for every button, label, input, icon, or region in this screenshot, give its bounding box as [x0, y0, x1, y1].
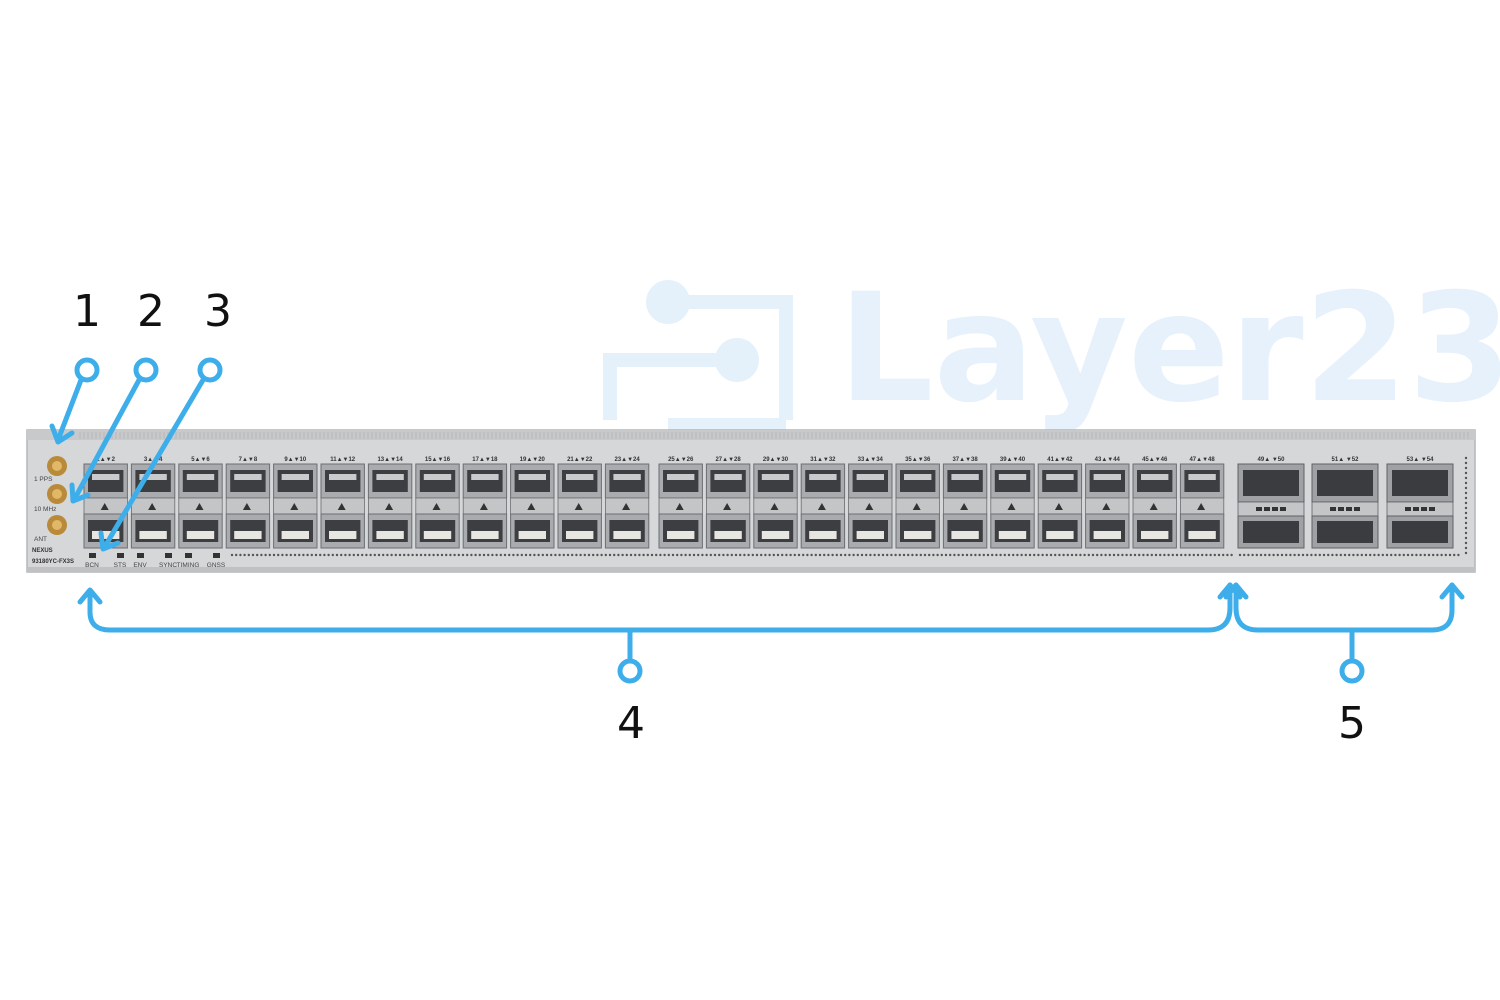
sfp-pair-label: 45▲▼46 [1142, 457, 1168, 463]
sfp-port-pair[interactable]: 15▲▼16 [415, 457, 460, 549]
sfp-pair-label: 17▲▼18 [472, 457, 498, 463]
led-label-bcn: BCN [85, 562, 99, 569]
callout-3 [98, 357, 223, 552]
led-env: ENV [133, 553, 147, 569]
sfp-port-pair[interactable]: 21▲▼22 [557, 457, 602, 549]
sfp-pair-label: 21▲▼22 [567, 457, 593, 463]
sfp-pair-label: 5▲▼6 [191, 457, 210, 463]
sfp-port-pair[interactable]: 33▲▼34 [848, 457, 893, 549]
sfp-pair-label: 37▲▼38 [952, 457, 978, 463]
sfp-pair-label: 41▲▼42 [1047, 457, 1073, 463]
callout-number-1: 1 [73, 286, 101, 337]
brand-line-2: 93180YC-FX3S [32, 559, 74, 565]
sfp-pair-label: 19▲▼20 [520, 457, 546, 463]
ten-mhz-connector-icon [47, 484, 67, 504]
callout-4-bracket [77, 582, 1243, 684]
qsfp-pair-label: 51▲ ▼52 [1332, 457, 1360, 463]
antenna-connector-icon [47, 515, 67, 535]
sfp-pair-label: 27▲▼28 [715, 457, 741, 463]
sfp-pair-label: 25▲▼26 [668, 457, 694, 463]
sfp-port-pair[interactable]: 9▲▼10 [273, 457, 318, 549]
led-label-sync: SYNC [159, 562, 177, 569]
led-label-timing: TIMING [177, 562, 200, 569]
sfp-pair-label: 33▲▼34 [858, 457, 884, 463]
sfp-port-pair[interactable]: 19▲▼20 [510, 457, 555, 549]
sfp-pair-label: 35▲▼36 [905, 457, 931, 463]
qsfp-port-block: 49▲ ▼50 51▲ ▼52 53▲ ▼54 [1237, 457, 1454, 549]
sfp-pair-label: 9▲▼10 [284, 457, 307, 463]
sfp-pair-label: 31▲▼32 [810, 457, 836, 463]
callout-2 [69, 357, 159, 504]
led-label-env: ENV [133, 562, 147, 569]
led-sync: SYNC [159, 553, 177, 569]
sfp-pair-label: 15▲▼16 [425, 457, 451, 463]
sfp-pair-label: 1▲▼2 [96, 457, 115, 463]
callout-number-5: 5 [1338, 698, 1366, 749]
callout-1 [49, 357, 100, 445]
sfp-pair-label: 11▲▼12 [330, 457, 356, 463]
timing-label-ant: ANT [34, 536, 47, 543]
sfp-port-pair[interactable]: 47▲▼48 [1179, 457, 1225, 549]
sfp-port-pair[interactable]: 27▲▼28 [705, 457, 751, 549]
callout-number-2: 2 [137, 286, 165, 337]
sfp-port-block: 1▲▼2 3▲▼4 5▲▼6 7▲▼8 9▲▼10 11▲▼12 13▲▼14 15▲▼16 1… [83, 457, 1225, 549]
qsfp-pair-label: 53▲ ▼54 [1407, 457, 1435, 463]
led-timing: TIMING [177, 553, 200, 569]
callout-numbers: 1 2 3 4 5 [73, 286, 1366, 749]
sfp-pair-label: 29▲▼30 [763, 457, 789, 463]
sfp-port-pair[interactable]: 39▲▼40 [990, 457, 1035, 549]
sfp-pair-label: 43▲▼44 [1095, 457, 1121, 463]
led-label-sts: STS [114, 562, 127, 569]
sfp-pair-label: 13▲▼14 [377, 457, 403, 463]
sfp-port-pair[interactable]: 31▲▼32 [800, 457, 846, 549]
callouts [49, 357, 1465, 684]
timing-label-1pps: 1 PPS [34, 476, 53, 483]
led-gnss: GNSS [207, 553, 226, 569]
sfp-port-pair[interactable]: 35▲▼36 [895, 457, 940, 549]
led-label-gnss: GNSS [207, 562, 226, 569]
qsfp-port-pair[interactable]: 49▲ ▼50 [1237, 457, 1305, 549]
callout-number-3: 3 [204, 286, 232, 337]
timing-label-10mhz: 10 MHz [34, 506, 56, 513]
sfp-port-pair[interactable]: 3▲▼4 [130, 457, 176, 549]
callout-5-bracket [1223, 582, 1465, 684]
sfp-port-pair[interactable]: 13▲▼14 [367, 457, 413, 549]
sfp-port-pair[interactable]: 45▲▼46 [1132, 457, 1177, 549]
bottom-vent [230, 456, 1468, 557]
watermark-text: Layer23 [838, 262, 1500, 436]
sfp-port-pair[interactable]: 23▲▼24 [604, 457, 650, 549]
led-sts: STS [114, 553, 127, 569]
timing-connectors: 1 PPS 10 MHz ANT NEXUS 93180YC-FX3S [32, 456, 74, 565]
sfp-port-pair[interactable]: 11▲▼12 [320, 457, 365, 549]
watermark: Layer23 [603, 262, 1500, 514]
sfp-port-pair[interactable]: 41▲▼42 [1037, 457, 1083, 549]
led-bcn: BCN [85, 553, 99, 569]
qsfp-pair-label: 49▲ ▼50 [1258, 457, 1286, 463]
sfp-port-pair[interactable]: 25▲▼26 [658, 457, 703, 549]
sfp-port-pair[interactable]: 7▲▼8 [225, 457, 271, 549]
switch-chassis: 1 PPS 10 MHz ANT NEXUS 93180YC-FX3S BCN S… [26, 429, 1476, 573]
sfp-port-pair[interactable]: 29▲▼30 [753, 457, 798, 549]
sfp-port-pair[interactable]: 5▲▼6 [178, 457, 223, 549]
sfp-port-pair[interactable]: 17▲▼18 [462, 457, 508, 549]
callout-number-4: 4 [617, 698, 645, 749]
sfp-pair-label: 7▲▼8 [239, 457, 258, 463]
one-pps-connector-icon [47, 456, 67, 476]
qsfp-port-pair[interactable]: 53▲ ▼54 [1386, 457, 1454, 549]
sfp-pair-label: 39▲▼40 [1000, 457, 1026, 463]
sfp-port-pair[interactable]: 43▲▼44 [1085, 457, 1130, 549]
qsfp-port-pair[interactable]: 51▲ ▼52 [1311, 457, 1379, 549]
sfp-port-pair[interactable]: 37▲▼38 [942, 457, 988, 549]
sfp-pair-label: 47▲▼48 [1189, 457, 1215, 463]
sfp-pair-label: 23▲▼24 [614, 457, 640, 463]
brand-line-1: NEXUS [32, 548, 53, 554]
